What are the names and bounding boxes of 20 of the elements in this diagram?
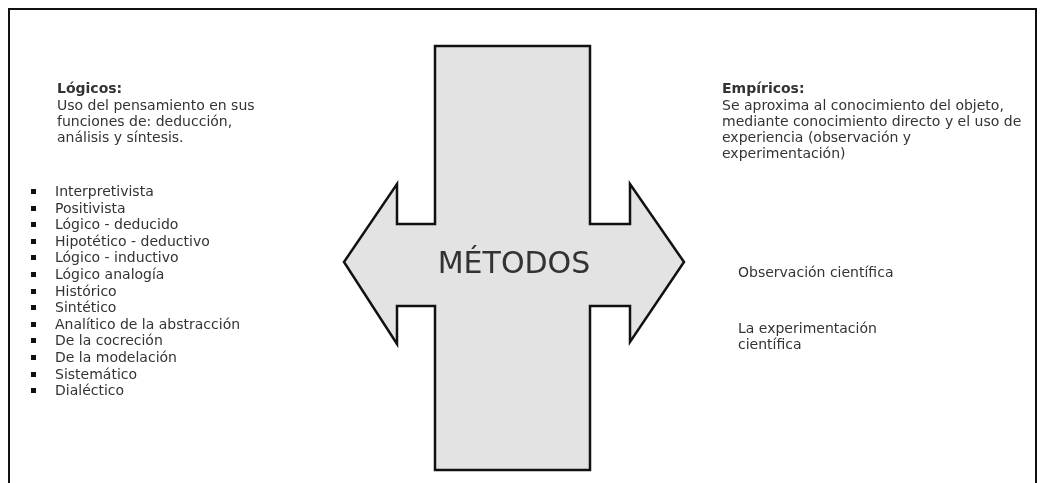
description-text: Uso del pensamiento en sus funciones de: deducción, análisis y síntesis.: [57, 97, 256, 145]
list-item: Lógico - inductivo: [55, 249, 179, 266]
list-item: De la cocreción: [55, 332, 163, 349]
list-item: Sintético: [55, 299, 117, 316]
list-item: Lógico analogía: [55, 266, 165, 283]
list-item: Histórico: [55, 282, 117, 300]
list-item: Sistemático: [55, 365, 138, 383]
list-item: Analítico de la abstracción: [55, 315, 241, 333]
description-text: Se aproxima al conocimiento del objeto, mediante conocimiento directo y el uso de experiencia (observación y experimentación): [722, 97, 1022, 161]
node-label: MÉTODOS: [437, 244, 591, 280]
heading: Lógicos:: [57, 80, 124, 96]
method-text: La experimentación científica: [738, 320, 878, 352]
heading: Empíricos:: [722, 80, 806, 96]
list-item: Hipotético - deductivo: [55, 232, 210, 250]
list-item: Positivista: [55, 199, 126, 217]
list-item: Dialéctico: [55, 382, 125, 399]
method-text: Observación científica: [738, 264, 895, 280]
list-item: Lógico - deducido: [55, 216, 179, 233]
list-item: Interpretivista: [55, 183, 154, 200]
list-item: De la modelación: [55, 349, 177, 366]
